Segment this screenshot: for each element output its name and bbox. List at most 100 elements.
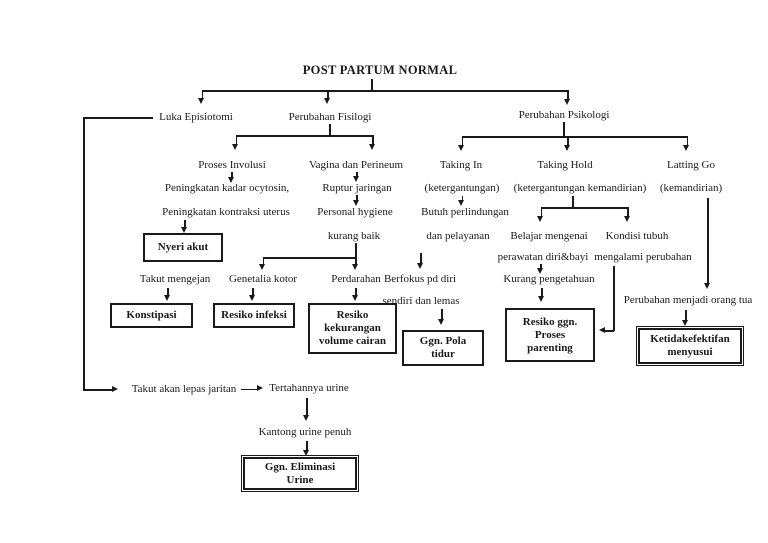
connector <box>541 288 543 296</box>
node-ruptur-jaringan: Ruptur jaringan <box>322 182 392 194</box>
node-taking-hold: Taking Hold <box>537 159 593 171</box>
box-line: Urine <box>286 473 314 486</box>
node-berfokus: Berfokus pd diri <box>383 273 457 285</box>
arrowhead <box>681 320 688 326</box>
node-tertahannya-urine: Tertahannya urine <box>269 382 349 394</box>
arrowhead <box>180 227 187 233</box>
arrowhead <box>232 144 238 150</box>
node-mengalami-perubahan: mengalami perubahan <box>594 251 692 263</box>
connector <box>685 310 687 320</box>
connector <box>356 172 358 176</box>
node-latting-go: Latting Go <box>667 159 715 171</box>
node-perubahan-psikologi: Perubahan Psikologi <box>518 109 610 121</box>
node-belajar-mengenai: Belajar mengenai <box>510 230 588 242</box>
connector <box>167 288 169 295</box>
page-title: POST PARTUM NORMAL <box>302 63 458 77</box>
node-butuh-perlindungan: Butuh perlindungan <box>421 206 509 218</box>
connector <box>627 207 629 216</box>
connector <box>461 136 463 145</box>
connector <box>567 90 569 99</box>
connector <box>563 122 565 136</box>
node-perubahan-fisilogi: Perubahan Fisilogi <box>288 111 372 123</box>
arrowhead <box>563 99 570 105</box>
box-line: Proses <box>534 328 566 341</box>
arrowhead <box>112 386 118 392</box>
connector <box>235 135 237 144</box>
arrowhead <box>163 295 170 301</box>
node-kadar-ocytosin: Peningkatan kadar ocytosin, <box>164 182 290 194</box>
connector <box>231 172 233 177</box>
connector <box>83 117 85 390</box>
arrowhead <box>536 268 543 274</box>
node-proses-involusi: Proses Involusi <box>198 159 266 171</box>
box-resiko-ggn-parenting: Resiko ggn. Proses parenting <box>505 308 595 362</box>
arrowhead <box>416 263 423 269</box>
connector <box>567 136 569 145</box>
node-ketergantungan-kemandirian: (ketergantungan kemandirian) <box>513 182 647 194</box>
connector <box>241 388 257 390</box>
connector <box>262 257 264 264</box>
node-kurang-baik: kurang baik <box>327 230 381 242</box>
connector <box>540 264 542 268</box>
arrowhead <box>324 98 330 104</box>
node-perawatan-diri-bayi: perawatan diri&bayi <box>497 251 589 263</box>
arrowhead <box>259 264 265 270</box>
connector <box>355 288 357 295</box>
node-luka-episiotomi: Luka Episiotomi <box>159 111 233 123</box>
connector <box>540 207 542 216</box>
arrowhead <box>351 264 358 270</box>
node-perdarahan: Perdarahan <box>331 273 381 285</box>
box-konstipasi: Konstipasi <box>110 303 193 328</box>
box-resiko-kekurangan-cairan: Resiko kekurangan volume cairan <box>308 303 397 354</box>
node-genetalia-kotor: Genetalia kotor <box>228 273 298 285</box>
arrowhead <box>683 145 689 151</box>
box-line: tidur <box>431 348 455 360</box>
arrowhead <box>537 216 543 222</box>
connector <box>83 117 153 119</box>
node-kemandirian: (kemandirian) <box>659 182 723 194</box>
node-taking-in: Taking In <box>439 159 483 171</box>
connector <box>441 309 443 319</box>
arrowhead <box>227 177 234 183</box>
connector <box>371 79 373 90</box>
box-line: kekurangan <box>324 322 381 334</box>
node-ketergantungan: (ketergantungan) <box>424 182 500 194</box>
connector <box>355 257 357 264</box>
node-dan-pelayanan: dan pelayanan <box>426 230 490 242</box>
box-line: Resiko ggn. <box>522 315 578 328</box>
arrowhead <box>703 283 710 289</box>
arrowhead <box>303 415 309 421</box>
arrowhead <box>303 450 309 456</box>
arrowhead <box>352 200 359 206</box>
node-sendiri-lemas: sendiri dan lemas <box>382 295 460 307</box>
box-line: Resiko <box>336 309 369 321</box>
connector <box>356 195 358 200</box>
arrowhead <box>537 296 544 302</box>
connector <box>252 288 254 295</box>
box-nyeri-akut: Nyeri akut <box>143 233 223 262</box>
box-ketidakefektifan-menyusui: Ketidakefektifan menyusui <box>636 326 744 366</box>
node-takut-mengejan: Takut mengejan <box>139 273 211 285</box>
node-takut-lepas-jaritan: Takut akan lepas jaritan <box>131 383 237 395</box>
node-personal-hygiene: Personal hygiene <box>317 206 393 218</box>
connector <box>686 136 688 145</box>
box-ggn-pola-tidur: Ggn. Pola tidur <box>402 330 484 366</box>
arrowhead <box>351 295 358 301</box>
node-vagina-perineum: Vagina dan Perineum <box>308 159 404 171</box>
connector <box>184 220 186 227</box>
box-line: Ggn. Eliminasi <box>264 460 336 473</box>
node-kurang-pengetahuan: Kurang pengetahuan <box>503 273 595 285</box>
connector <box>327 90 329 98</box>
box-line: volume cairan <box>319 335 386 347</box>
connector <box>613 266 615 331</box>
connector <box>201 90 203 98</box>
box-line: Ggn. Pola <box>419 335 467 347</box>
node-kantong-urine: Kantong urine penuh <box>258 426 352 438</box>
arrowhead <box>248 295 255 301</box>
box-line: menyusui <box>667 346 713 358</box>
box-ggn-eliminasi-urine: Ggn. Eliminasi Urine <box>241 455 359 492</box>
arrowhead <box>368 144 375 150</box>
connector <box>707 198 709 283</box>
node-kondisi-tubuh: Kondisi tubuh <box>605 230 669 242</box>
connector <box>420 253 422 263</box>
